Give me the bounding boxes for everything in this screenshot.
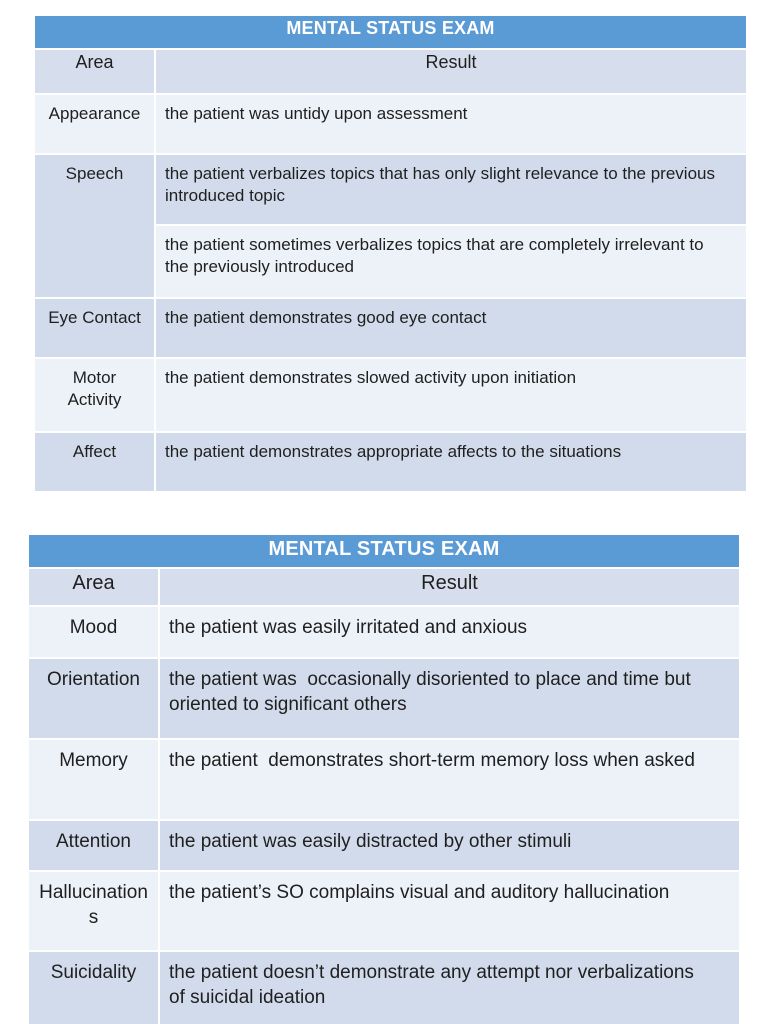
table-title-row: MENTAL STATUS EXAM	[27, 533, 741, 569]
table-row: Eye Contact the patient demonstrates goo…	[33, 297, 748, 359]
table-row: Memory the patient demonstrates short-te…	[27, 738, 741, 821]
area-cell: Affect	[33, 431, 156, 493]
area-cell: Suicidality	[27, 950, 160, 1024]
table-row: Mood the patient was easily irritated an…	[27, 605, 741, 659]
table-row: Appearance the patient was untidy upon a…	[33, 93, 748, 155]
result-cell: the patient verbalizes topics that has o…	[154, 153, 748, 226]
column-header-result: Result	[154, 48, 748, 95]
result-cell: the patient was occasionally disoriented…	[158, 657, 741, 740]
mental-status-exam-table-1: MENTAL STATUS EXAM Area Result Appearanc…	[33, 14, 748, 493]
table-row: Attention the patient was easily distrac…	[27, 819, 741, 872]
table-title: MENTAL STATUS EXAM	[33, 14, 748, 50]
result-cell: the patient demonstrates slowed activity…	[154, 357, 748, 433]
table-row: Hallucinations the patient’s SO complain…	[27, 870, 741, 952]
result-cell: the patient was easily distracted by oth…	[158, 819, 741, 872]
area-cell: Mood	[27, 605, 160, 659]
column-header-area: Area	[27, 567, 160, 607]
area-cell: Hallucinations	[27, 870, 160, 952]
mental-status-exam-table-2: MENTAL STATUS EXAM Area Result Mood the …	[27, 533, 741, 1024]
result-cell: the patient’s SO complains visual and au…	[158, 870, 741, 952]
column-header-row: Area Result	[27, 567, 741, 607]
area-cell: Appearance	[33, 93, 156, 155]
area-cell: Attention	[27, 819, 160, 872]
result-cell: the patient demonstrates short-term memo…	[158, 738, 741, 821]
area-cell: Motor Activity	[33, 357, 156, 433]
area-cell: Memory	[27, 738, 160, 821]
table-row: Speech the patient verbalizes topics tha…	[33, 153, 748, 299]
column-header-row: Area Result	[33, 48, 748, 95]
column-header-area: Area	[33, 48, 156, 95]
result-cell: the patient doesn’t demonstrate any atte…	[158, 950, 741, 1024]
table-row: Affect the patient demonstrates appropri…	[33, 431, 748, 493]
table-row: Suicidality the patient doesn’t demonstr…	[27, 950, 741, 1024]
result-cell: the patient was easily irritated and anx…	[158, 605, 741, 659]
result-cell: the patient sometimes verbalizes topics …	[154, 224, 748, 299]
area-cell: Eye Contact	[33, 297, 156, 359]
column-header-result: Result	[158, 567, 741, 607]
result-cell: the patient demonstrates appropriate aff…	[154, 431, 748, 493]
table-row: Orientation the patient was occasionally…	[27, 657, 741, 740]
result-cell: the patient was untidy upon assessment	[154, 93, 748, 155]
table-title-row: MENTAL STATUS EXAM	[33, 14, 748, 50]
table-title: MENTAL STATUS EXAM	[27, 533, 741, 569]
area-cell: Speech	[33, 153, 156, 299]
result-cell: the patient demonstrates good eye contac…	[154, 297, 748, 359]
area-cell: Orientation	[27, 657, 160, 740]
table-row: Motor Activity the patient demonstrates …	[33, 357, 748, 433]
table-row: the patient sometimes verbalizes topics …	[34, 224, 748, 299]
